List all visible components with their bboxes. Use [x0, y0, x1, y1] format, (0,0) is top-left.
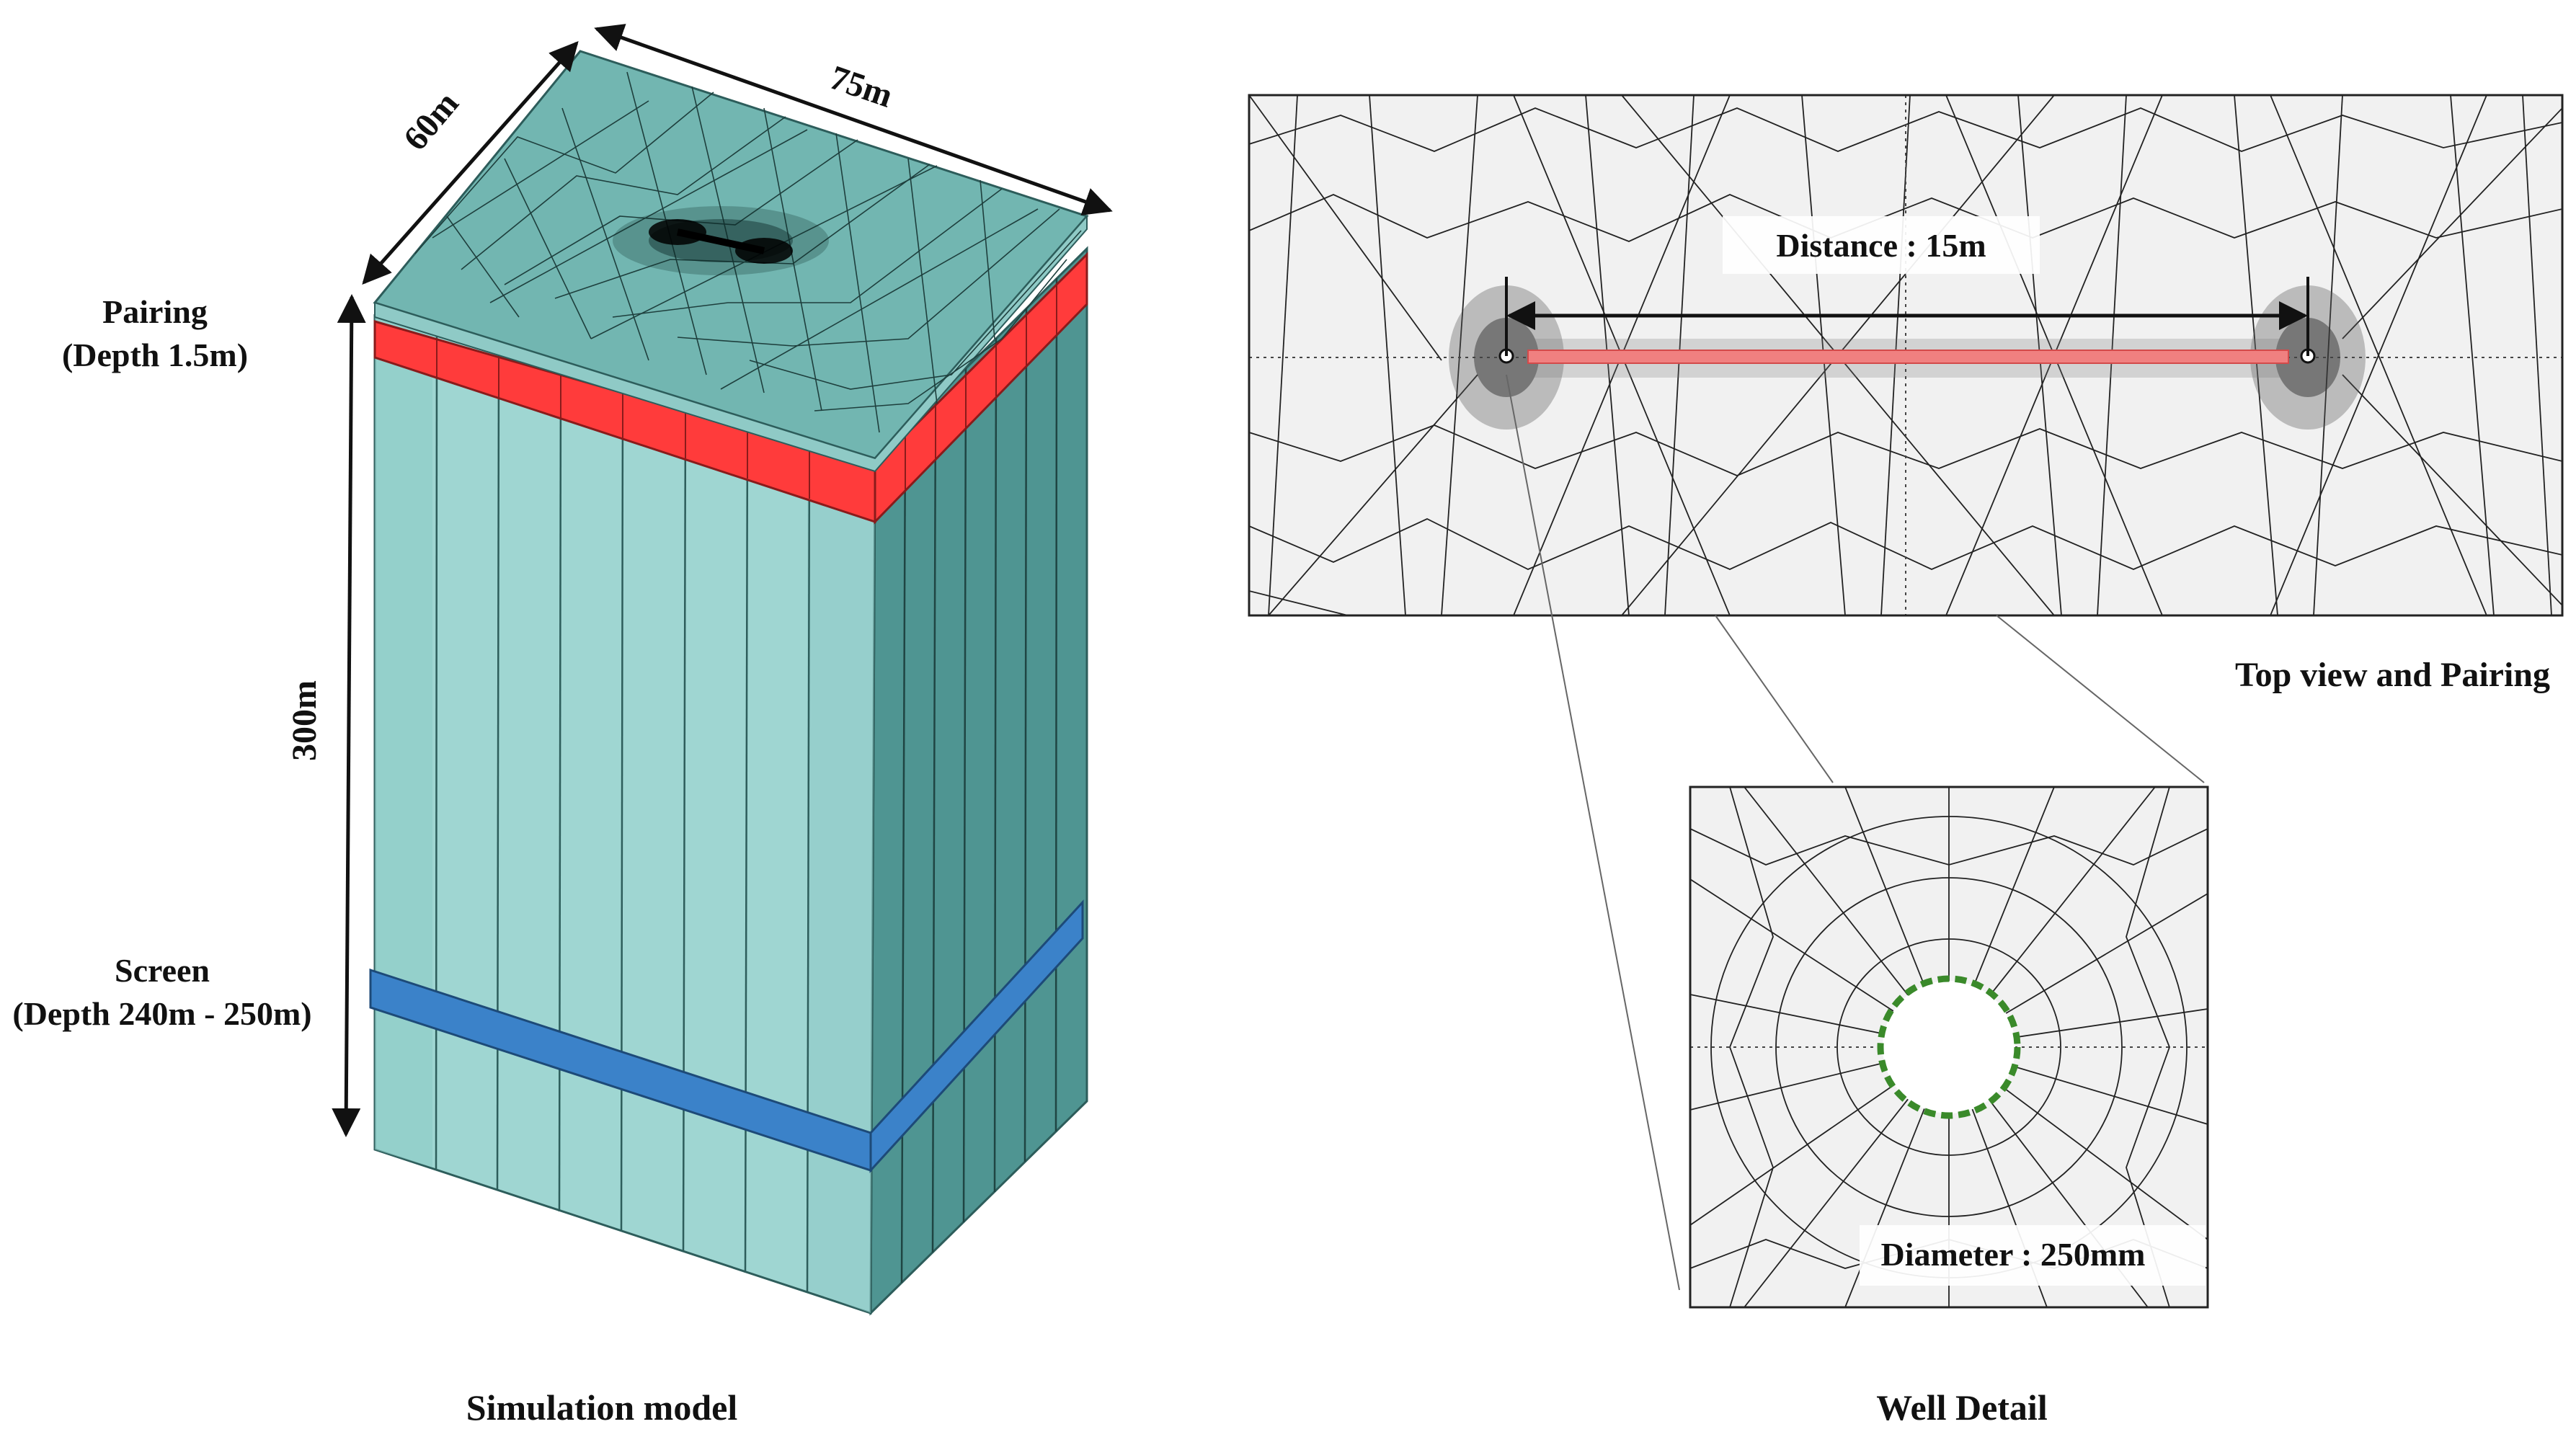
dimension-arrows	[332, 24, 1113, 1137]
top-view-caption: Top view and Pairing	[2235, 656, 2550, 694]
block-front-shade	[375, 316, 432, 1167]
simulation-model	[369, 50, 1089, 1316]
pairing-title: Pairing	[102, 293, 208, 330]
pairing-line	[1527, 350, 2289, 364]
side-mesh-lines	[900, 277, 1058, 1283]
top-thin-layer	[374, 214, 1088, 473]
dim-label-60m: 60m	[396, 84, 466, 157]
block-front-shade-right	[807, 440, 875, 1313]
screen-title: Screen	[115, 952, 210, 989]
diameter-label-box	[1860, 1225, 2206, 1286]
pairing-depth: (Depth 1.5m)	[62, 337, 248, 373]
pairing-layer-lines	[436, 285, 1057, 499]
screen-depth: (Depth 240m - 250m)	[12, 995, 311, 1032]
simulation-model-caption: Simulation model	[466, 1387, 738, 1428]
dim-arrow-60m	[362, 41, 579, 285]
well-bore	[1883, 981, 2015, 1113]
distance-label: Distance : 15m	[1776, 227, 1986, 264]
top-view-frame	[1248, 94, 2564, 617]
diameter-label: Diameter : 250mm	[1880, 1236, 2145, 1273]
top-view-panel: Distance : 15m	[1248, 94, 2564, 617]
screen-layer-side	[869, 899, 1084, 1173]
well-detail-frame	[1689, 786, 2209, 1309]
dim-arrow-75m	[594, 24, 1113, 215]
top-face-mesh-dense	[613, 206, 829, 275]
dim-label-75m: 75m	[825, 58, 897, 115]
zoom-lines	[1506, 374, 2205, 1291]
pairing-layer-side	[874, 252, 1088, 525]
dim-arrow-300m	[332, 294, 366, 1137]
well-detail-caption: Well Detail	[1876, 1387, 2048, 1428]
well-boundary-circle	[1877, 975, 2021, 1119]
well-detail-panel: Diameter : 250mm	[1689, 786, 2209, 1309]
dim-label-300m: 300m	[285, 680, 324, 761]
distance-label-box	[1723, 216, 2040, 274]
